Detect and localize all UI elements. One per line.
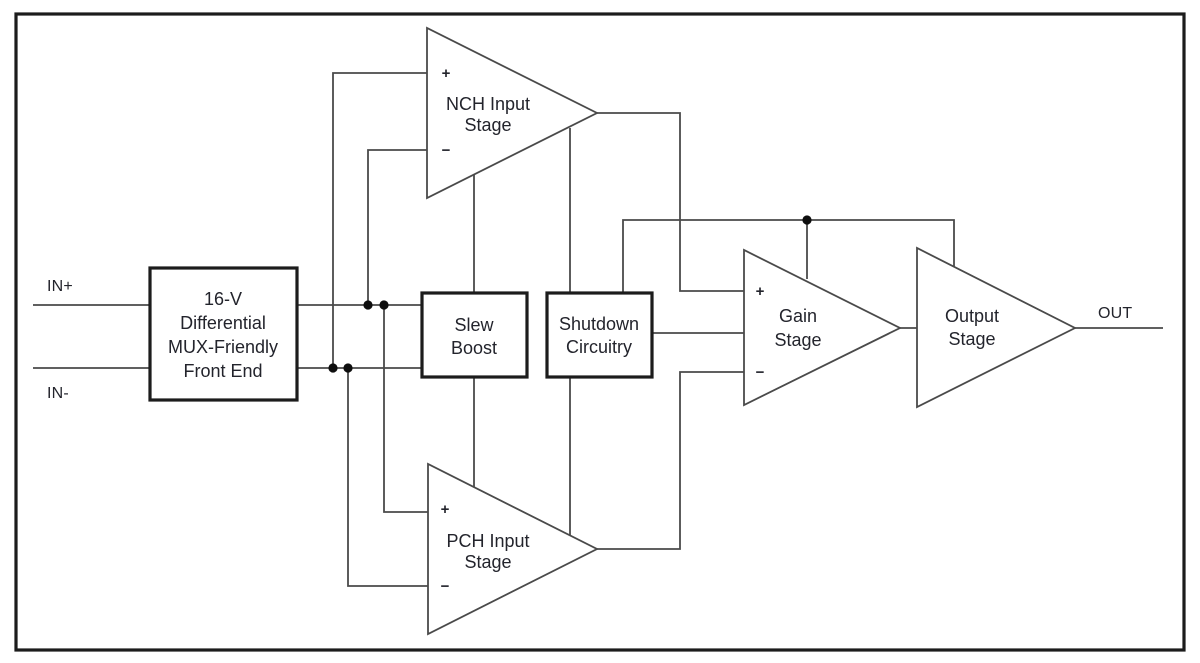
junction-dot-in-plus-b [379,300,389,310]
junction-dot-in-minus-b [343,363,353,373]
front-end-label-line2: Differential [180,313,266,333]
out-label: OUT [1098,305,1132,322]
gain-label-line2: Stage [774,330,821,350]
front-end-box [148,266,299,402]
nch-label-line1: NCH Input [446,94,530,114]
front-end-label-line3: MUX-Friendly [168,337,278,357]
front-end-label-line4: Front End [183,361,262,381]
nch-plus-symbol: + [442,65,451,82]
wire-nch-output-to-gain-plus [597,112,744,292]
wire-shutdown-control-line [622,219,955,293]
figure-border [14,12,1186,652]
in-plus-label: IN+ [47,278,73,295]
junction-dot-in-plus-a [363,300,373,310]
slew-boost-label-line1: Slew [454,315,494,335]
wires [33,72,1163,587]
io-labels: IN+ IN- OUT [47,278,1132,402]
wire-nch-plus-input-feed [332,72,427,368]
wire-nch-minus-input-feed [367,149,427,305]
output-stage-triangle [916,246,1078,409]
junction-dot-control-line [802,215,812,225]
blocks: 16-V Differential MUX-Friendly Front End… [148,266,654,402]
output-label-line1: Output [945,306,999,326]
gain-stage-triangle [743,248,903,407]
junction-dot-in-minus-a [328,363,338,373]
shutdown-label-line1: Shutdown [559,314,639,334]
slew-boost-box [420,291,529,379]
gain-minus-symbol: − [756,364,765,381]
pch-plus-symbol: + [441,501,450,518]
shutdown-circuitry-box [545,291,654,379]
nch-input-stage-triangle [426,26,600,200]
gain-label-line1: Gain [779,306,817,326]
nch-minus-symbol: − [442,142,451,159]
in-minus-label: IN- [47,385,69,402]
pch-input-stage-triangle [427,462,600,636]
pch-minus-symbol: − [441,578,450,595]
wire-pch-minus-input-feed [347,368,428,587]
output-label-line2: Stage [948,329,995,349]
pch-label-line1: PCH Input [446,531,529,551]
nch-label-line2: Stage [464,115,511,135]
gain-plus-symbol: + [756,283,765,300]
shutdown-label-line2: Circuitry [566,337,632,357]
junction-dots [328,215,812,373]
amplifier-stages: + − NCH Input Stage + − PCH Input Stage … [426,26,1078,636]
pch-label-line2: Stage [464,552,511,572]
front-end-label-line1: 16-V [204,289,242,309]
slew-boost-label-line2: Boost [451,338,497,358]
wire-pch-output-to-gain-minus [597,371,744,550]
wire-pch-plus-input-feed [383,305,428,513]
